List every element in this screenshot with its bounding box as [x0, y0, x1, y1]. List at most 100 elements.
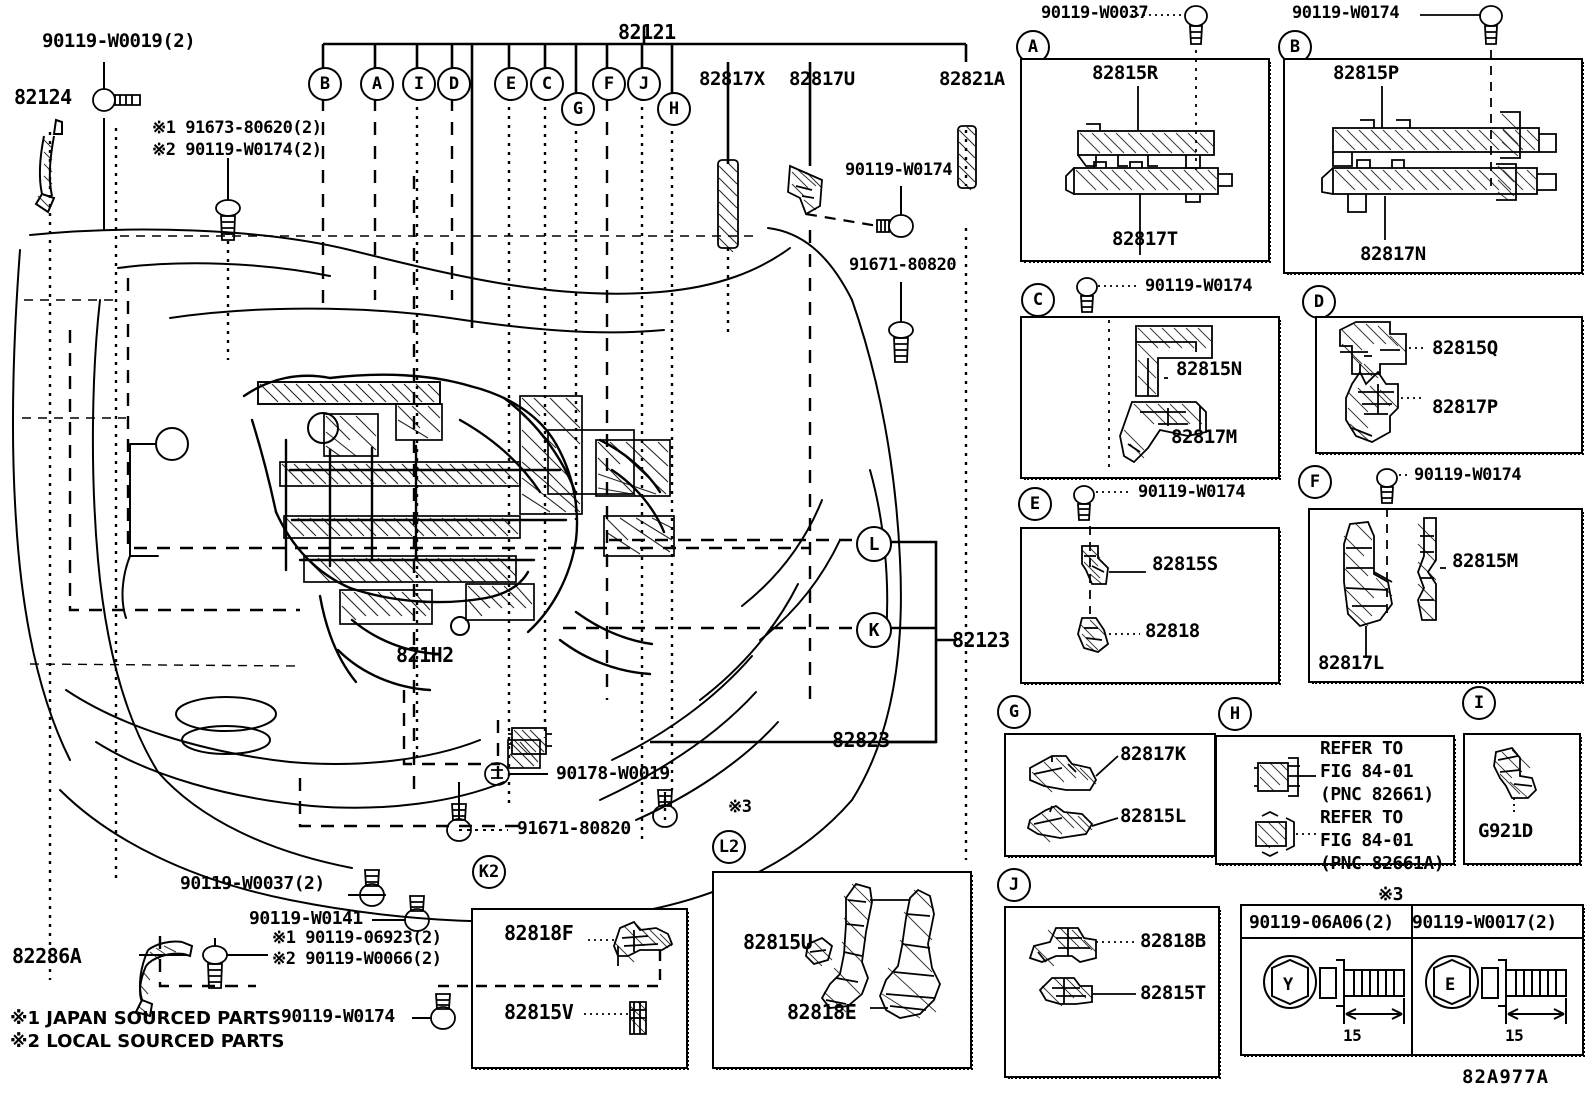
label-part-82124: 82124 [14, 85, 72, 109]
panel-F-part-2-label: 82817L [1318, 652, 1384, 674]
panel-E-bolt-label: 90119-W0174 [1138, 482, 1246, 502]
callout-bubble-C[interactable]: C [530, 67, 564, 101]
panel-letter-L-detail[interactable]: L2 [712, 830, 746, 864]
callout-bubble-I[interactable]: I [402, 67, 436, 101]
panel-G-part-1-label: 82817K [1120, 743, 1186, 765]
panel-H-ref-2-line-2: FIG 84-01 [1320, 830, 1414, 851]
note-japan-sourced: ※1 JAPAN SOURCED PARTS [10, 1008, 281, 1029]
panel-A-part-1-label: 82815R [1092, 62, 1158, 84]
label-part-821H2: 821H2 [396, 643, 454, 667]
panel-E-part-2-label: 82818 [1145, 620, 1200, 642]
panel-C-part-2-label: 82817M [1171, 426, 1237, 448]
label-bolt-90119-W0174-mid: 90119-W0174 [845, 160, 953, 180]
panel-C-part-1-label: 82815N [1176, 358, 1242, 380]
callout-bubble-F[interactable]: F [592, 67, 626, 101]
panel-G-part-2-label: 82815L [1120, 805, 1186, 827]
panel-letter-K-detail[interactable]: K2 [472, 855, 506, 889]
panel-D-part-1-label: 82815Q [1432, 337, 1498, 359]
panel-letter-G[interactable]: G [997, 695, 1031, 729]
callout-bubble-K-main[interactable]: K [856, 612, 892, 648]
callout-bubble-J[interactable]: J [627, 67, 661, 101]
panel-H-ref-1-line-3: (PNC 82661) [1320, 784, 1434, 805]
label-part-82121: 82121 [618, 20, 676, 44]
panel-letter-J[interactable]: J [997, 868, 1031, 902]
label-bolt-90119-W0141: 90119-W0141 [249, 908, 363, 929]
callout-bubble-A[interactable]: A [360, 67, 394, 101]
note-local-sourced: ※2 LOCAL SOURCED PARTS [10, 1031, 285, 1052]
callout-bubble-E[interactable]: E [494, 67, 528, 101]
bolt-table-col-1-head-mark: Y [1283, 975, 1293, 995]
panel-I-box [1463, 733, 1582, 866]
panel-letter-H[interactable]: H [1218, 697, 1252, 731]
panel-B-bolt-label: 90119-W0174 [1292, 3, 1400, 23]
callout-bubble-D[interactable]: D [437, 67, 471, 101]
figure-code: 82A977A [1462, 1066, 1550, 1088]
panel-H-ref-2-line-1: REFER TO [1320, 807, 1403, 828]
callout-bubble-G[interactable]: G [561, 92, 595, 126]
panel-C-bolt-label: 90119-W0174 [1145, 276, 1253, 296]
panel-I-part-1-label: G921D [1478, 820, 1533, 842]
label-bolt-90178-W0019: 90178-W0019 [556, 763, 670, 784]
label-bolt-91671-80820-bottom: 91671-80820 [517, 818, 631, 839]
panel-H-ref-1-line-2: FIG 84-01 [1320, 761, 1414, 782]
callout-bubble-H[interactable]: H [657, 92, 691, 126]
panel-E-part-1-label: 82815S [1152, 553, 1218, 575]
label-part-82817X: 82817X [699, 68, 765, 90]
panel-A-part-2-label: 82817T [1112, 228, 1178, 250]
panel-letter-E[interactable]: E [1018, 487, 1052, 521]
panel-letter-D[interactable]: D [1302, 285, 1336, 319]
label-note-90119-W0174: ※2 90119-W0174(2) [152, 140, 322, 160]
label-bolt-90119-W0174-bottom: 90119-W0174 [281, 1006, 395, 1027]
label-bolt-91671-80820-top: 91671-80820 [849, 255, 957, 275]
callout-bubble-B[interactable]: B [308, 67, 342, 101]
bolt-table-title: ※3 [1378, 884, 1403, 905]
panel-A-box [1020, 58, 1271, 263]
panel-J-box [1004, 906, 1221, 1079]
panel-B-part-2-label: 82817N [1360, 243, 1426, 265]
panel-F-part-1-label: 82815M [1452, 550, 1518, 572]
panel-letter-F[interactable]: F [1298, 465, 1332, 499]
panel-D-part-2-label: 82817P [1432, 396, 1498, 418]
panel-H-ref-2-line-3: (PNC 82661A) [1320, 853, 1445, 874]
label-bolt-90119-W0037-2: 90119-W0037(2) [180, 873, 325, 894]
panel-J-part-1-label: 82818B [1140, 930, 1206, 952]
label-part-82123: 82123 [952, 628, 1010, 652]
panel-L-part-1-label: 82815U [743, 930, 813, 954]
panel-letter-I[interactable]: I [1462, 686, 1496, 720]
bolt-table-col-2-head-mark: E [1445, 975, 1455, 995]
label-part-82817U: 82817U [789, 68, 855, 90]
bolt-table-col-1-part: 90119-06A06(2) [1249, 912, 1394, 933]
panel-A-bolt-label: 90119-W0037 [1041, 3, 1149, 23]
label-part-82821A: 82821A [939, 68, 1005, 90]
callout-bubble-L-main[interactable]: L [856, 526, 892, 562]
label-note-90119-06923: ※1 90119-06923(2) [272, 928, 442, 948]
panel-B-part-1-label: 82815P [1333, 62, 1399, 84]
panel-F-bolt-label: 90119-W0174 [1414, 465, 1522, 485]
label-mark3-bolt: ※3 [728, 797, 752, 817]
panel-J-part-2-label: 82815T [1140, 982, 1206, 1004]
panel-C-box [1020, 316, 1281, 480]
label-part-82823: 82823 [832, 728, 890, 752]
panel-E-box [1020, 527, 1281, 685]
label-bolt-90119-W0019: 90119-W0019(2) [42, 30, 196, 52]
panel-H-ref-1-line-1: REFER TO [1320, 738, 1403, 759]
label-note-90119-W0066: ※2 90119-W0066(2) [272, 949, 442, 969]
panel-K-part-1-label: 82818F [504, 921, 574, 945]
panel-K-part-2-label: 82815V [504, 1000, 574, 1024]
bolt-table-col-2-length: 15 [1505, 1026, 1524, 1045]
label-note-91673-80620: ※1 91673-80620(2) [152, 118, 322, 138]
